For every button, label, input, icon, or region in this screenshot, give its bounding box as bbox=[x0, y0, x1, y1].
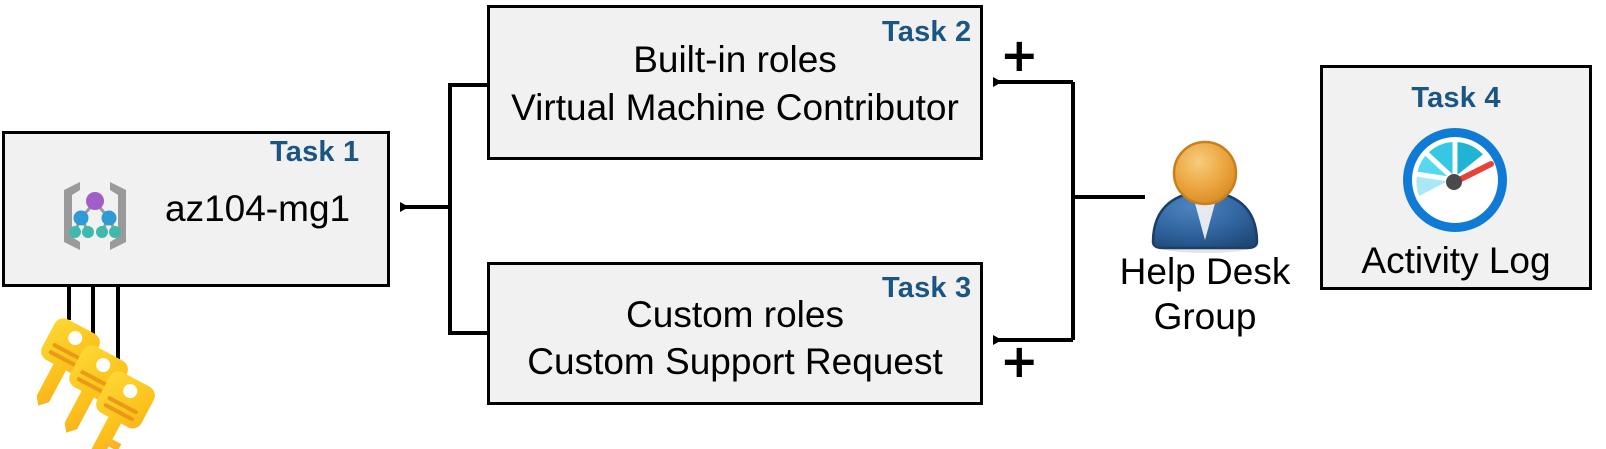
task2-box[interactable] bbox=[487, 5, 983, 160]
activity-log-gauge-icon bbox=[1403, 128, 1507, 232]
help-desk-group-line1: Help Desk bbox=[1119, 251, 1291, 292]
task1-label: Task 1 bbox=[270, 136, 360, 168]
plus-operator-bottom: + bbox=[1000, 334, 1039, 388]
plus-operator-top: + bbox=[1000, 28, 1039, 82]
bracket-tasks-to-task1 bbox=[400, 83, 487, 335]
task3-label: Task 3 bbox=[882, 272, 972, 304]
task3-line2: Custom Support Request bbox=[527, 341, 943, 382]
task4-label: Task 4 bbox=[1411, 82, 1501, 114]
help-desk-group-line2: Group bbox=[1153, 296, 1257, 337]
task1-box[interactable] bbox=[2, 131, 390, 287]
management-group-icon bbox=[64, 182, 126, 250]
task2-line1: Built-in roles bbox=[633, 39, 837, 80]
task3-line1: Custom roles bbox=[626, 294, 844, 335]
task3-box[interactable] bbox=[487, 262, 983, 405]
help-desk-user-icon bbox=[1151, 140, 1259, 253]
task2-line2: Virtual Machine Contributor bbox=[511, 87, 959, 128]
keys-icon bbox=[36, 318, 155, 449]
task1-text: az104-mg1 bbox=[165, 188, 351, 229]
task2-label: Task 2 bbox=[882, 16, 972, 48]
bracket-group-to-roles bbox=[993, 77, 1145, 345]
task4-text: Activity Log bbox=[1361, 240, 1551, 281]
